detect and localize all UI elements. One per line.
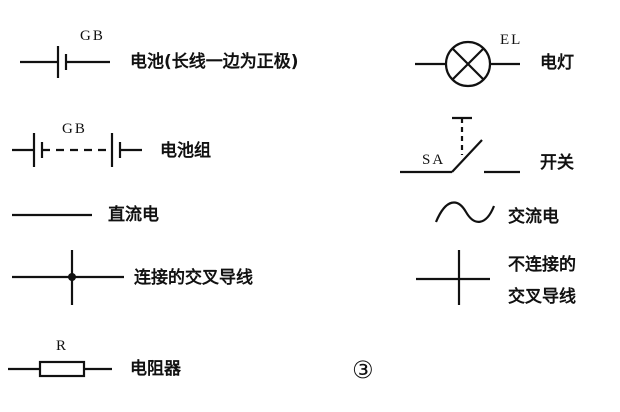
- lamp-code: EL: [500, 32, 522, 48]
- resistor-symbol: R: [8, 338, 112, 378]
- resistor-body: [38, 360, 86, 378]
- switch-blade: [451, 139, 483, 173]
- battery-group-label: 电池组: [160, 140, 211, 161]
- battery-label: 电池(长线一边为正极): [130, 51, 299, 72]
- lamp-label: 电灯: [540, 52, 574, 73]
- figure-number: ③: [352, 356, 374, 384]
- connection-dot: [68, 273, 76, 281]
- switch-symbol: SA: [400, 116, 520, 174]
- unconnected-cross-label-line1: 不连接的: [508, 254, 576, 275]
- resistor-label: 电阻器: [130, 358, 182, 379]
- lamp-symbol: EL: [415, 32, 522, 88]
- battery-group-symbol: GB: [12, 121, 142, 167]
- connected-cross-label: 连接的交叉导线: [134, 267, 253, 288]
- resistor-code: R: [56, 338, 68, 354]
- battery-code: GB: [80, 28, 105, 44]
- connected-cross-symbol: [12, 250, 124, 305]
- battery-symbol: GB: [20, 28, 110, 78]
- lamp-cross-b: [451, 47, 485, 81]
- switch-label: 开关: [540, 152, 574, 173]
- unconnected-cross-label-line2: 交叉导线: [508, 286, 576, 307]
- ac-label: 交流电: [508, 206, 559, 227]
- ac-symbol: [434, 201, 496, 223]
- dc-label: 直流电: [108, 204, 159, 225]
- battery-group-code: GB: [62, 121, 87, 137]
- unconnected-cross-symbol: [416, 250, 490, 305]
- switch-code: SA: [422, 152, 445, 168]
